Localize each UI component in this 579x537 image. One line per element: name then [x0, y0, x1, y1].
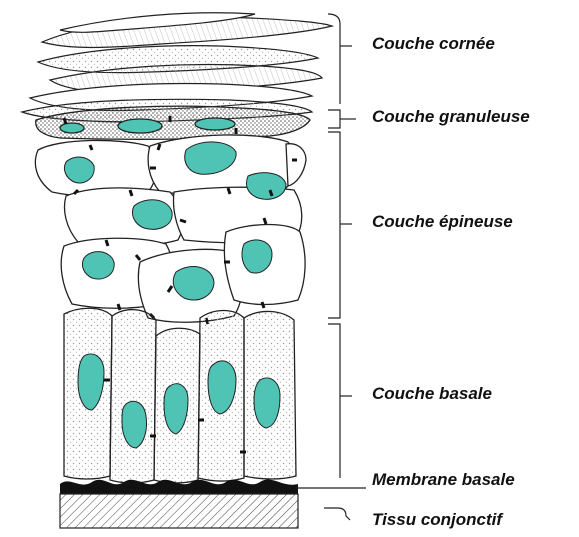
label-couche-epineuse: Couche épineuse — [372, 212, 513, 232]
label-couche-cornee: Couche cornée — [372, 34, 495, 54]
label-couche-basale: Couche basale — [372, 384, 492, 404]
connective-tissue — [60, 494, 298, 528]
stratum-basale — [64, 308, 296, 483]
layer-brackets — [296, 14, 366, 520]
stratum-granulosum — [36, 106, 310, 139]
label-tissu-conjonctif: Tissu conjonctif — [372, 510, 502, 530]
stratum-spinosum — [35, 116, 306, 324]
label-couche-granuleuse: Couche granuleuse — [372, 107, 530, 127]
label-membrane-basale: Membrane basale — [372, 470, 515, 490]
